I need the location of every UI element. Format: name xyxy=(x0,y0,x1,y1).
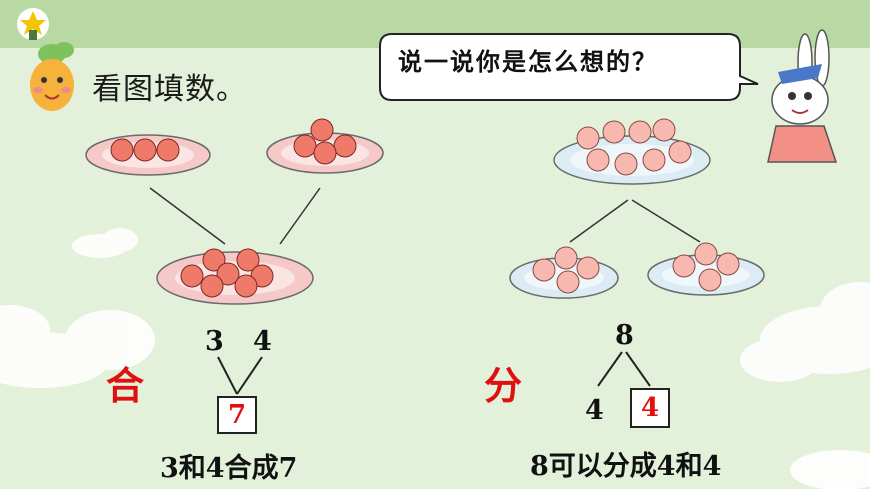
speech-bubble-text: 说一说你是怎么想的？ xyxy=(398,48,658,76)
apple-plate-bottom xyxy=(156,248,314,305)
peach-plate-bottom-right xyxy=(647,242,765,296)
split-bottom-left-number: 4 xyxy=(585,395,604,426)
apple-plate-top-left xyxy=(85,134,211,176)
combine-top-left-number: 3 xyxy=(205,326,224,357)
combine-line-right xyxy=(236,356,263,395)
cloud-left-small xyxy=(72,228,138,258)
split-answer-box: 4 xyxy=(630,388,670,428)
page-title: 看图填数。 xyxy=(92,72,247,107)
apple-plate-top-right xyxy=(266,118,384,174)
rabbit-teacher-icon xyxy=(767,29,838,163)
connector-line-left-a xyxy=(149,187,226,245)
connector-line-right-b xyxy=(631,199,701,243)
split-top-number: 8 xyxy=(615,320,634,351)
carrot-mascot-icon xyxy=(30,42,74,111)
cloud-left xyxy=(0,305,155,388)
split-line-right xyxy=(625,351,651,387)
combine-top-right-number: 4 xyxy=(253,326,272,357)
combine-sentence: 3和4合成7 xyxy=(160,453,298,484)
connector-line-left-b xyxy=(279,187,321,245)
cloud-bottom-right xyxy=(790,450,870,489)
split-label: 分 xyxy=(484,363,523,408)
logo-badge-icon xyxy=(17,8,49,40)
split-sentence: 8可以分成4和4 xyxy=(530,451,722,482)
speech-bubble xyxy=(379,33,759,101)
combine-label: 合 xyxy=(106,363,145,408)
combine-answer-box: 7 xyxy=(217,396,257,434)
cloud-right xyxy=(740,282,870,382)
peach-plate-top xyxy=(553,118,711,185)
split-line-left xyxy=(597,351,623,387)
connector-line-right-a xyxy=(569,199,629,243)
peach-plate-bottom-left xyxy=(509,246,619,299)
combine-line-left xyxy=(217,356,238,395)
